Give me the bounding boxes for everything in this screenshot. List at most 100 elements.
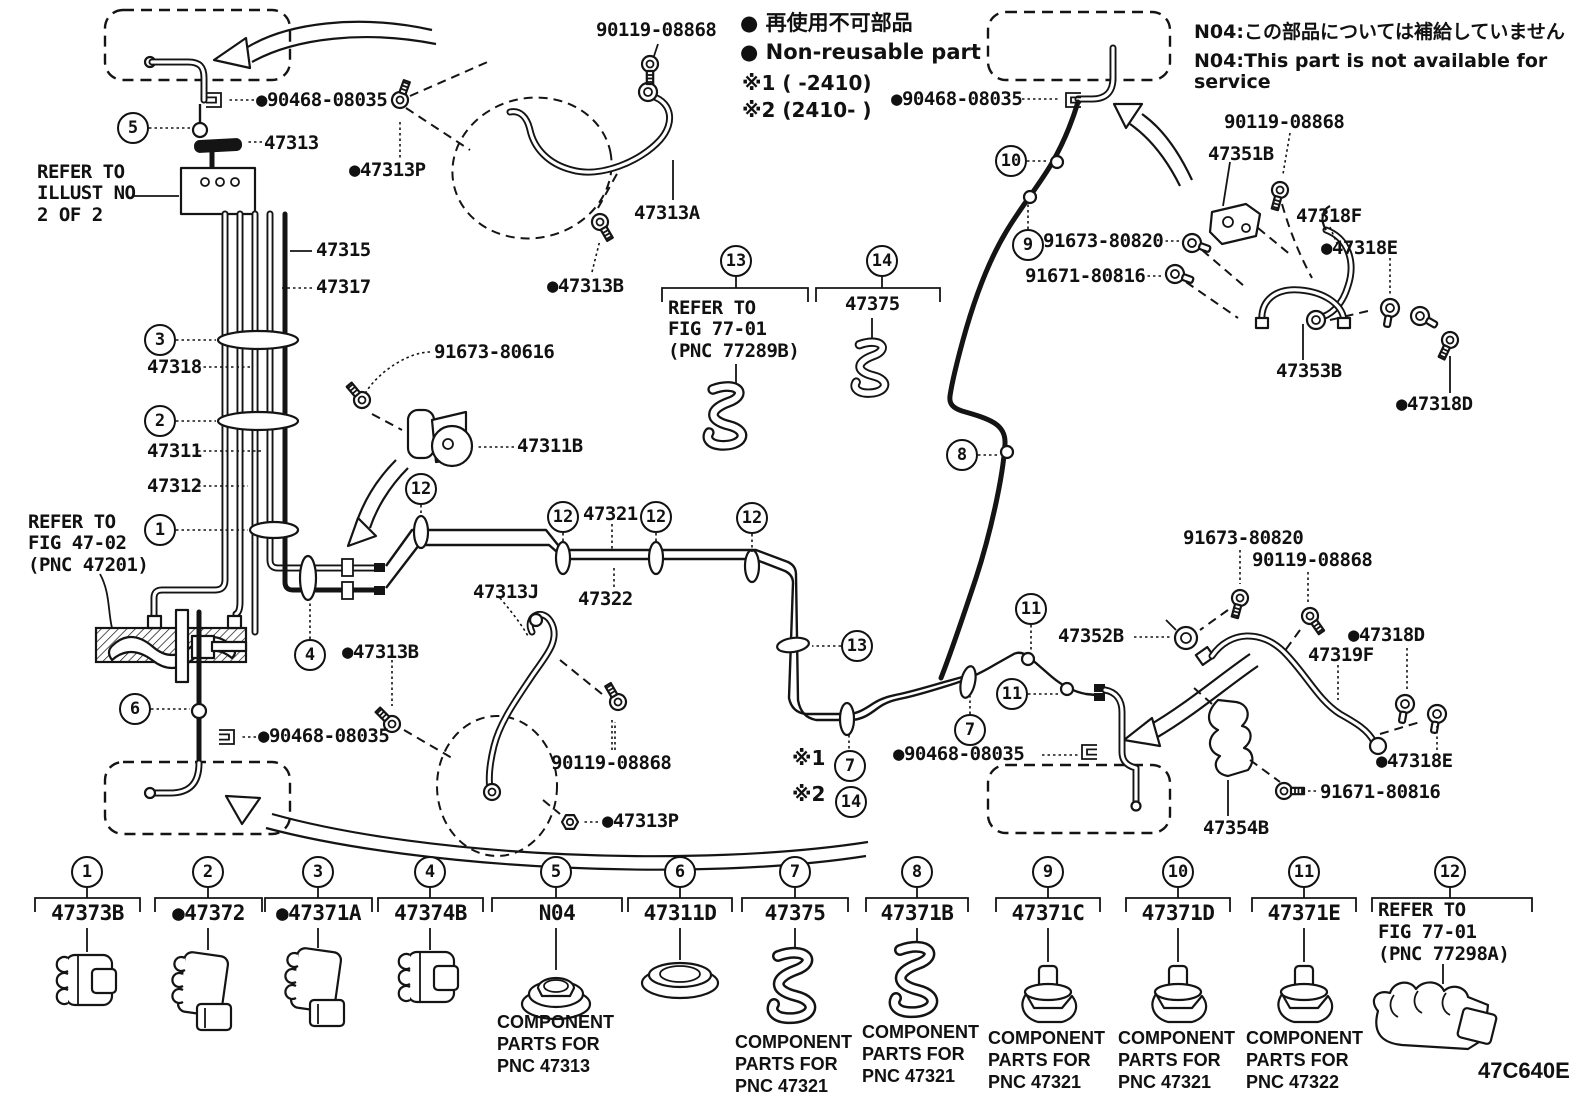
row-circle-12: 12 (1434, 856, 1466, 888)
part-label: ●90468-08035 (256, 89, 388, 111)
callout-circle: 3 (144, 324, 176, 356)
callout-circle: 12 (547, 501, 579, 533)
front-flexible-hose-47313A (451, 43, 674, 240)
part-label: 47318F (1296, 205, 1362, 227)
part-label: 47353B (1276, 360, 1342, 382)
callout-circle: 7 (954, 714, 986, 746)
callout-circle: 13 (841, 630, 873, 662)
legend-nonreusable-jp: ● 再使用不可部品 (740, 11, 913, 35)
bolt-91673-80616 (341, 378, 375, 413)
row-label-5: N04 (538, 901, 576, 925)
clip-icon-47375-row (773, 953, 811, 1018)
row-label-11: 47371E (1267, 901, 1341, 925)
component-note-11: COMPONENT PARTS FOR PNC 47322 (1246, 1028, 1363, 1092)
part-label: 47317 (316, 276, 371, 298)
clip-icon-47371C (1021, 964, 1078, 1024)
part-label: 90119-08868 (1252, 549, 1373, 571)
clip-90468-bottom-right (1081, 744, 1098, 760)
callout-circle: 14 (835, 786, 867, 818)
callout-circle: 12 (736, 502, 768, 534)
row-circle-10: 10 (1162, 856, 1194, 888)
row-circle-6: 6 (664, 856, 696, 888)
rear-main-tube (938, 44, 1117, 681)
part-label: ●47318E (1321, 237, 1398, 259)
clamp-7a (959, 665, 977, 699)
callout-circle: 7 (834, 750, 866, 782)
fitting-90119-mid (599, 679, 631, 715)
part-label: ●47318E (1376, 750, 1453, 772)
front-tube-assembly (143, 55, 385, 636)
row-circle-8: 8 (901, 856, 933, 888)
part-label: 91671-80816 (1320, 781, 1441, 803)
grommet-icon-47311D (640, 961, 720, 1000)
clip-icon-47371A (284, 946, 346, 1028)
clamp-1 (248, 520, 300, 540)
callout-circle: 5 (117, 112, 149, 144)
ref-note: REFER TO FIG 77-01 (PNC 77289B) (668, 297, 800, 362)
callout-brackets-13-14 (661, 277, 941, 383)
row-circle-7: 7 (779, 856, 811, 888)
callout-leaders (149, 121, 1075, 750)
clip-icon-47375 (855, 342, 885, 393)
part-label: 47322 (578, 588, 633, 610)
body-outline-bottom-right (986, 763, 1172, 835)
clamp-13b (776, 636, 810, 654)
row-circle-4: 4 (414, 856, 446, 888)
callout-circle: 12 (640, 501, 672, 533)
part-label: 47313A (634, 202, 700, 224)
part-label: 47321 (583, 503, 638, 525)
part-label: 47313 (264, 132, 319, 154)
clamp-3 (216, 329, 300, 351)
callout-circle: 11 (996, 678, 1028, 710)
callout-circle: 12 (405, 473, 437, 505)
clip-icon-47374B (397, 950, 460, 1004)
part-label: ●47313B (342, 641, 419, 663)
n04-note-jp: N04:この部品については補給していません (1194, 21, 1565, 43)
bolt-47313P-top (388, 77, 416, 112)
part-label: 90119-08868 (551, 752, 672, 774)
callout-circle: 14 (866, 245, 898, 277)
bracket-47311B (406, 408, 514, 468)
row-label-1: 47373B (51, 901, 124, 925)
callout-circle: 11 (1015, 593, 1047, 625)
clip-icon-77289B (708, 387, 742, 446)
clip-90468-top-left (205, 92, 222, 108)
row-label-3: ●47371A (275, 901, 362, 925)
part-label: 47311B (517, 435, 583, 457)
legend-range-1: ※1 ( -2410) (742, 71, 872, 95)
clamp-4 (298, 554, 318, 602)
row-circle-3: 3 (302, 856, 334, 888)
row-circle-5: 5 (540, 856, 572, 888)
callout-circle: 9 (1012, 229, 1044, 261)
row-circle-2: 2 (192, 856, 224, 888)
part-label: 91673-80616 (434, 341, 555, 363)
row-circle-1: 1 (71, 856, 103, 888)
legend-nonreusable-en: ● Non-reusable part (740, 40, 981, 64)
clamp-12d (743, 548, 761, 584)
row-circle-9: 9 (1032, 856, 1064, 888)
part-label: ●90468-08035 (891, 88, 1023, 110)
n04-note-en: N04:This part is not available for servi… (1194, 50, 1548, 94)
rear-right-lower-parts (1134, 550, 1449, 816)
clamp-2 (216, 410, 300, 432)
callout-circle: 1 (144, 514, 176, 546)
part-label: 47354B (1203, 817, 1269, 839)
rear-right-upper-parts (1142, 132, 1462, 393)
note1-marker: ※1 (792, 746, 826, 770)
row-label-7: 47375 (764, 901, 826, 925)
component-note-5: COMPONENT PARTS FOR PNC 47313 (497, 1012, 614, 1076)
clip-icon-77298A (1372, 981, 1499, 1051)
row-label-10: 47371D (1141, 901, 1215, 925)
clamp-12a (412, 514, 430, 550)
callout-circle: 10 (995, 145, 1027, 177)
clamp-7b (838, 701, 856, 737)
part-label: 91673-80820 (1183, 527, 1304, 549)
ref-note: REFER TO ILLUST NO 2 OF 2 (37, 161, 136, 226)
note2-marker: ※2 (792, 782, 826, 806)
part-label: 47318 (147, 356, 202, 378)
callout-circle: 13 (720, 245, 752, 277)
body-outline-top-left (103, 8, 292, 82)
part-label: 91673-80820 (1043, 230, 1164, 252)
